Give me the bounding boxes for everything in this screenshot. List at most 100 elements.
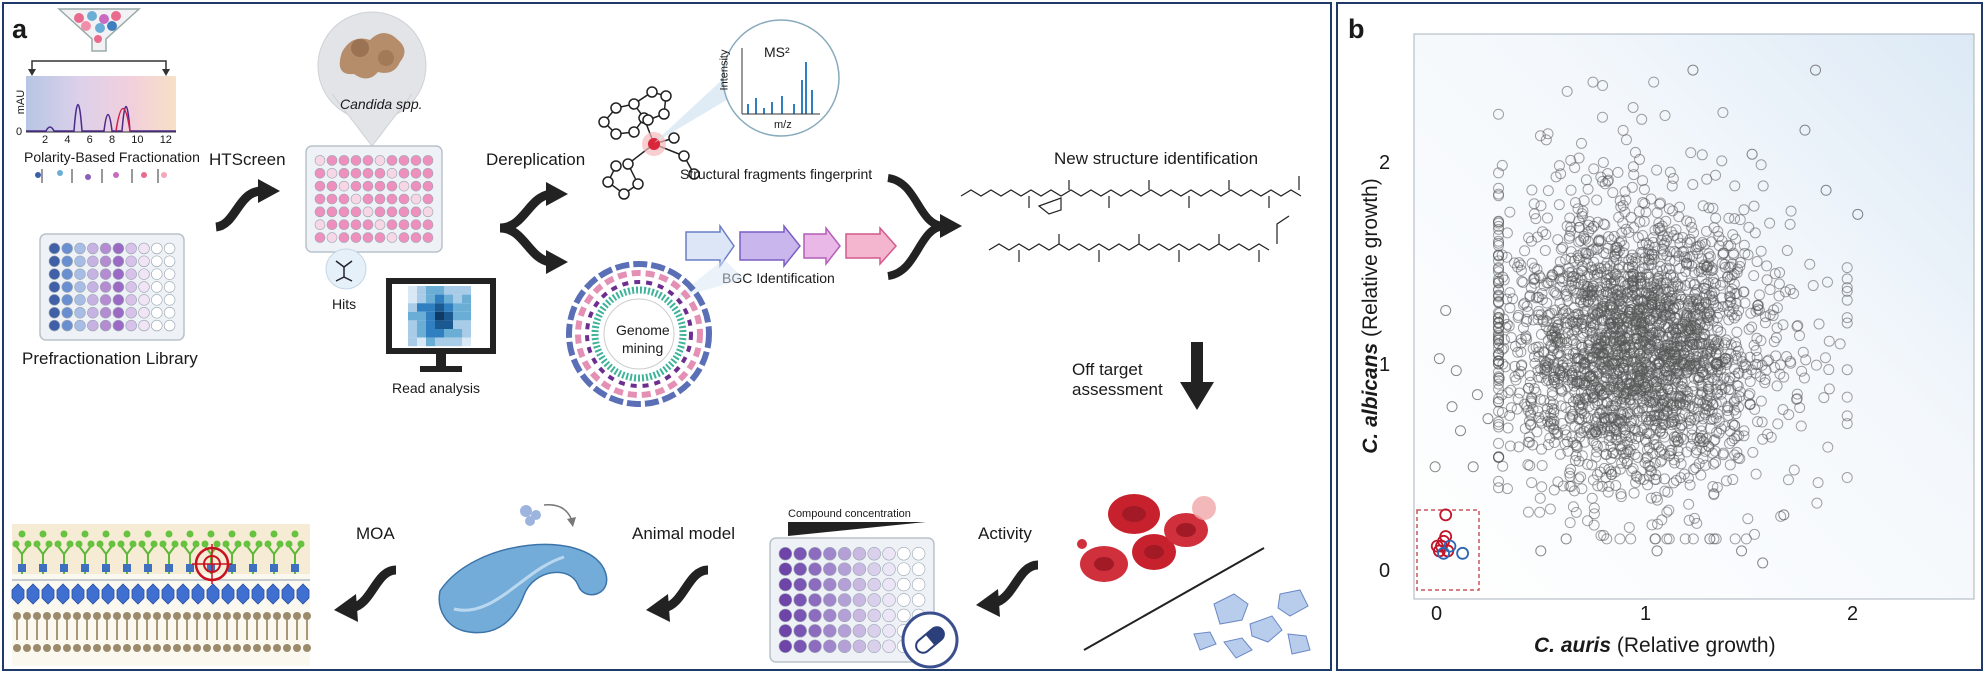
plate-well [163,294,176,306]
highlight-point [1437,546,1450,560]
plate-well [99,242,112,255]
scatter-point [1642,401,1654,413]
plate-well [422,232,434,243]
scatter-point [1618,240,1630,252]
ms2-xlabel: m/z [774,119,792,131]
scatter-point [1841,294,1853,306]
genome-mining-label-1: Genome [616,322,670,338]
scatter-point [1648,282,1660,294]
scatter-point [1536,481,1548,493]
scatter-point [1674,201,1686,213]
scatter-point [1546,402,1558,414]
scatter-point [1752,416,1764,428]
scatter-point [1820,184,1832,196]
scatter-point [1784,218,1796,230]
scatter-point [1550,171,1562,183]
chromatogram-xtick: 4 [64,134,71,146]
scatter-point [1520,330,1532,342]
plate-well [852,639,867,653]
plate-well [778,577,793,592]
scatter-point [1554,341,1566,353]
plate-well [852,624,867,638]
merge-arrow-icon [887,174,962,280]
scatter-point [1635,318,1647,330]
heatmap-cell [453,294,462,304]
htscreen-arrow-icon [214,179,280,232]
plate-well [61,294,73,306]
scatter-point [1634,353,1646,365]
scatter-point [1677,231,1689,243]
scatter-point [1742,513,1754,525]
scatter-point [1707,481,1719,493]
panel-label-b: b [1348,14,1365,44]
heatmap-cell [408,303,417,312]
plate-well [74,255,86,267]
scatter-point [1725,240,1737,252]
scatter-point [1697,452,1709,464]
plate-well [112,268,125,280]
scatter-point [1638,335,1650,347]
scatter-point [1551,348,1563,360]
scatter-point [1697,430,1709,442]
scatter-point [1524,376,1536,388]
scatter-point [1531,426,1543,438]
scatter-point [1527,403,1539,415]
scatter-point [1582,515,1594,527]
scatter-point [1709,434,1721,446]
scatter-point [1666,180,1678,192]
scatter-point [1734,214,1746,226]
scatter-point [1718,373,1730,385]
plate-well [74,319,86,332]
plate-well [778,608,793,623]
scatter-point [1501,227,1513,239]
plate-well [410,206,422,218]
concentration-wedge [788,522,926,536]
scatter-point [1531,263,1543,275]
scatter-point [1728,404,1740,416]
scatter-point [1587,76,1599,88]
scatter-point [1591,194,1603,206]
scatter-point [1627,384,1639,396]
scatter-point [1603,414,1615,426]
scatter-point [1666,342,1678,354]
plate-well [808,639,822,653]
scatter-point [1668,348,1680,360]
heatmap-cell [444,303,453,312]
scatter-point [1579,287,1591,299]
scatter-point [1704,533,1716,545]
scatter-point [1791,320,1803,332]
scatter-point [1617,370,1629,382]
scatter-point [1743,323,1755,335]
scatter-point [1553,160,1565,172]
scatter-point [1638,183,1650,195]
plate-well [326,180,338,192]
plate-well [362,180,374,192]
scatter-point [1744,376,1756,388]
scatter-point [1493,266,1505,278]
plate-well [74,294,86,306]
scatter-point [1586,289,1598,301]
scatter-point [1732,345,1744,357]
scatter-point [1582,377,1594,389]
scatter-point [1657,388,1669,400]
scatter-point [1517,322,1529,334]
scatter-point [1563,392,1575,404]
scatter-point [1727,229,1739,241]
scatter-point [1634,310,1646,322]
scatter-point [1546,378,1558,390]
scatter-point [1724,285,1736,297]
plate-well [326,219,338,231]
plate-well [778,624,793,638]
scatter-point [1748,200,1760,212]
scatter-point [1557,242,1569,254]
scatter-point [1701,173,1713,185]
scatter-point [1729,213,1741,225]
scatter-point [1715,326,1727,338]
scatter-point [1586,459,1598,471]
scatter-point [1841,418,1853,430]
scatter-point [1696,149,1708,161]
scatter-point [1724,372,1736,384]
scatter-point [1446,401,1458,413]
plate-well [74,281,86,293]
scatter-point [1704,388,1716,400]
